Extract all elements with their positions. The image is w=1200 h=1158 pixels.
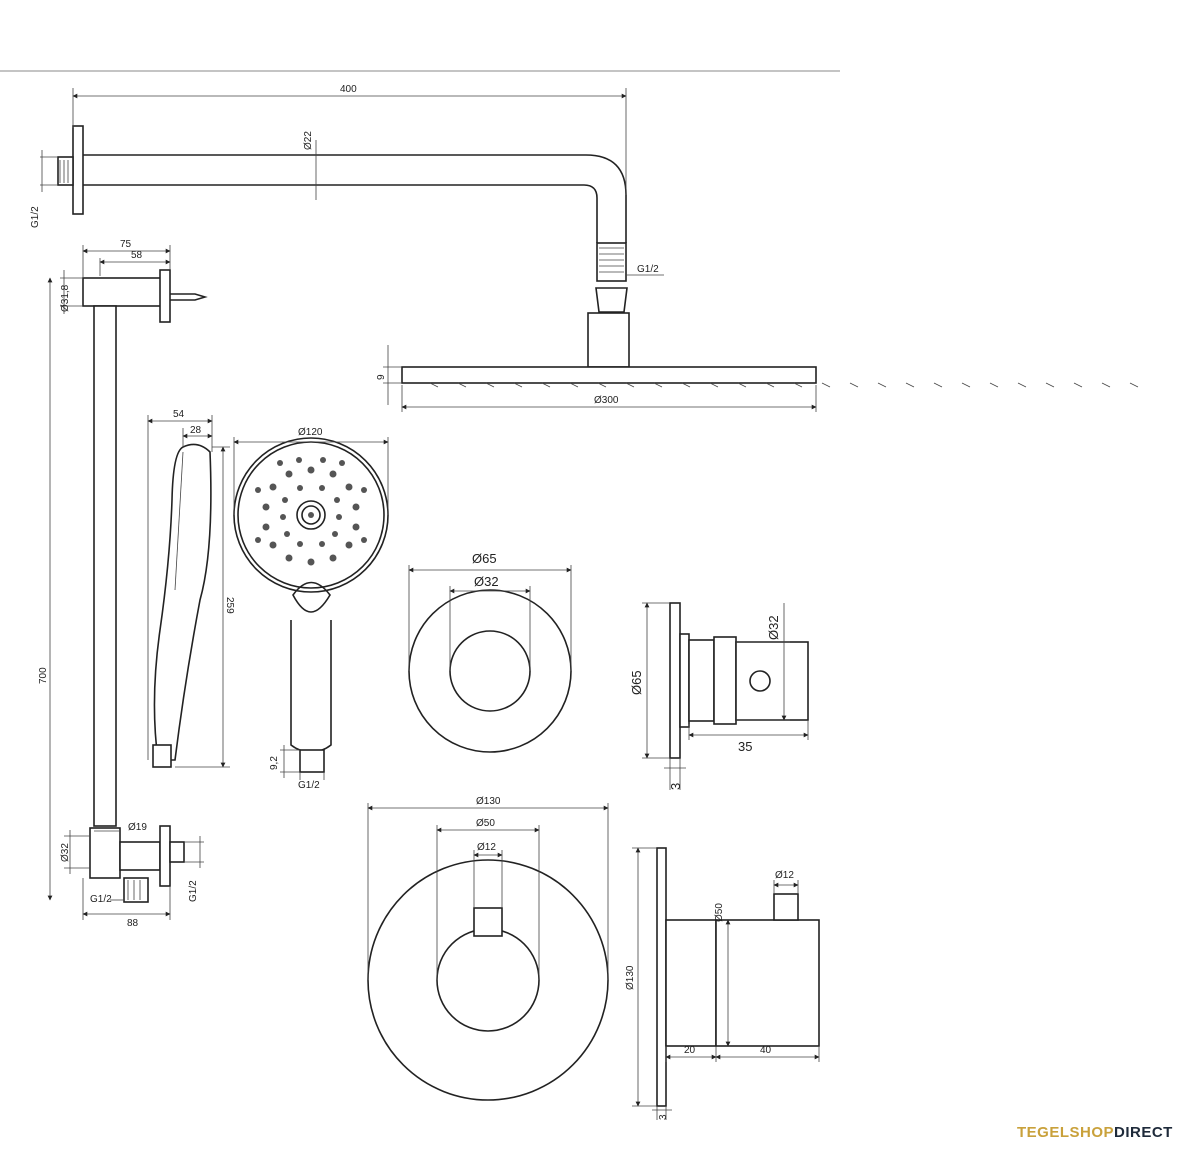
dim-bar-top-diameter: Ø31,8	[60, 284, 71, 312]
thermostat-front	[367, 859, 609, 1101]
stop-valve-front	[408, 589, 572, 753]
brand-logo-part2: DIRECT	[1114, 1124, 1173, 1141]
dim-arm-thread: G1/2	[637, 264, 659, 275]
dim-thermo-mid: Ø50	[476, 818, 495, 829]
dim-thermo-knob: Ø12	[477, 842, 496, 853]
stop-valve-side	[669, 602, 809, 759]
slide-rail	[82, 269, 208, 903]
dim-bottom-width: 88	[127, 918, 139, 929]
dim-hand-54: 54	[173, 409, 185, 420]
dim-wall-thread: G1/2	[30, 206, 41, 228]
dim-thermo-side-body: Ø50	[714, 903, 725, 922]
dim-bottom-thread-right: G1/2	[188, 880, 199, 902]
dim-head-diameter: Ø300	[594, 395, 619, 406]
dim-bracket-58: 58	[131, 250, 143, 261]
dim-stop-side-diameter: Ø32	[766, 615, 781, 640]
dim-arm-length: 400	[340, 84, 357, 95]
dim-stop-side-height: Ø65	[629, 670, 644, 695]
dim-thermo-side-40: 40	[760, 1045, 772, 1056]
hand-shower-front	[233, 437, 389, 773]
dim-thermo-side-height: Ø130	[625, 965, 636, 990]
dim-hand-diameter: Ø120	[298, 427, 323, 438]
brand-logo-part1: TEGELSHOP	[1017, 1124, 1115, 1141]
dim-bracket-75: 75	[120, 239, 132, 250]
thermostat-side	[656, 847, 820, 1107]
dimension-lines	[40, 88, 820, 1120]
dim-hand-9-2: 9,2	[269, 756, 280, 770]
dim-hand-28: 28	[190, 425, 202, 436]
hand-shower-side	[152, 443, 212, 768]
dim-bottom-diameter: Ø32	[60, 843, 71, 862]
rain-shower-head	[401, 366, 1139, 388]
dim-stop-side-depth: 35	[738, 739, 752, 754]
dimension-labels: 400 Ø22 G1/2 G1/2 9 Ø300 75 58 Ø31,8 700…	[30, 84, 794, 1120]
dim-rail-length: 700	[38, 667, 49, 684]
dim-hand-length: 259	[224, 597, 235, 614]
brand-logo: TEGELSHOPDIRECT	[1017, 1124, 1173, 1141]
dim-thermo-side-knob: Ø12	[775, 870, 794, 881]
shower-arm	[57, 125, 630, 368]
dim-thermo-outer: Ø130	[476, 796, 501, 807]
dim-bottom-thread-left: G1/2	[90, 894, 112, 905]
dim-thermo-side-plate: 3	[658, 1114, 669, 1120]
dim-stop-rosette-outer: Ø65	[472, 551, 497, 566]
dim-arm-diameter: Ø22	[303, 131, 314, 150]
dim-head-height: 9	[376, 374, 387, 380]
dim-thermo-side-20: 20	[684, 1045, 696, 1056]
dim-stop-rosette-inner: Ø32	[474, 574, 499, 589]
dim-hand-thread: G1/2	[298, 780, 320, 791]
dim-stop-side-plate: 3	[668, 783, 683, 790]
dim-rail-diameter: Ø19	[128, 822, 147, 833]
